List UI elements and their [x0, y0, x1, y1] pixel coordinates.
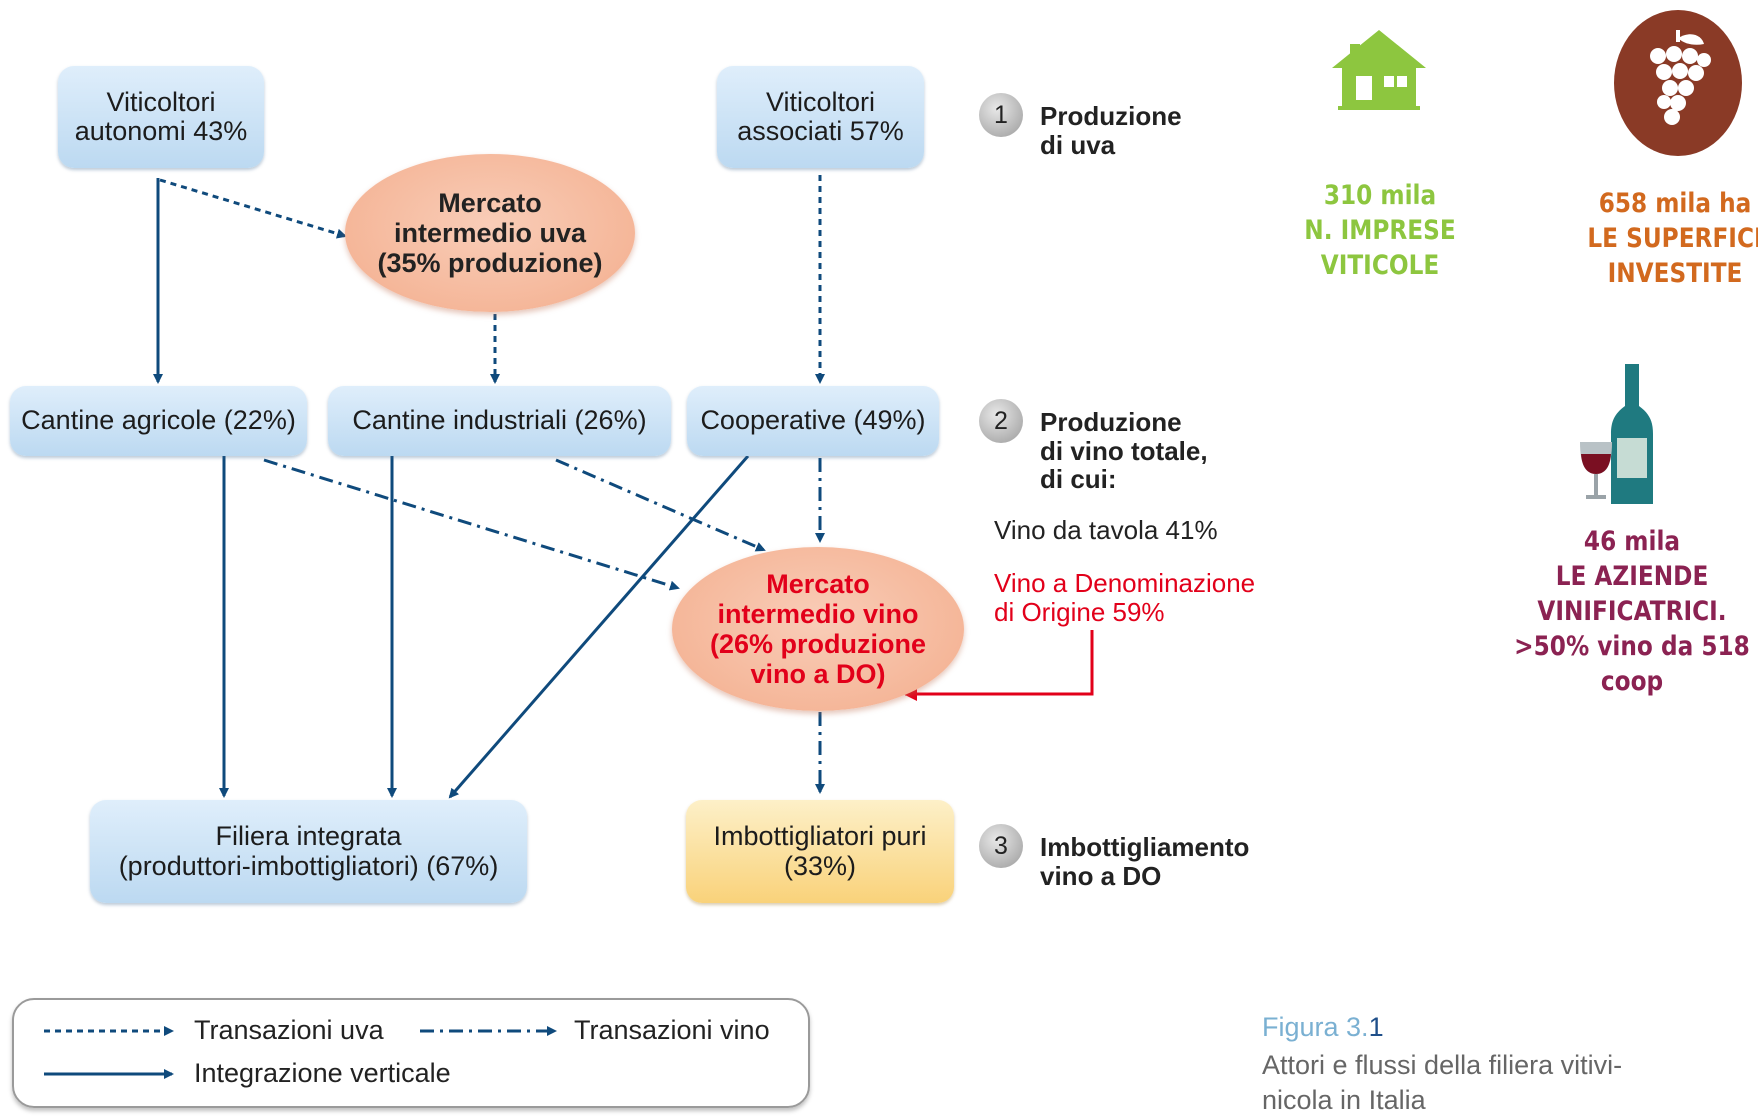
stage-2-label: Produzione di vino totale, di cui:: [1040, 407, 1208, 495]
stage-1-label: Produzione di uva: [1040, 101, 1182, 160]
figure-prefix: Figura 3.: [1262, 1012, 1369, 1042]
legend-uva-label: Transazioni uva: [194, 1015, 384, 1045]
legend: [12, 998, 810, 1108]
node-imbottigliatori-puri: Imbottigliatori puri (33%): [686, 800, 954, 903]
node-mercato-intermedio-vino: Mercato intermedio vino (26% produzione …: [672, 547, 964, 711]
vino-da-tavola-label: Vino da tavola 41%: [994, 515, 1218, 545]
stage-1-number: 1: [979, 93, 1023, 137]
node-cantine-agricole: Cantine agricole (22%): [10, 386, 307, 456]
arrow-do-to-mercato-vino: [903, 630, 1094, 701]
arrow-cooperative-to-filiera: [448, 455, 750, 799]
node-cantine-industriali: Cantine industriali (26%): [328, 386, 671, 456]
node-viticoltori-autonomi: Viticoltori autonomi 43%: [58, 66, 264, 168]
stat-imprese-viticole: 310 mila N. IMPRESE VITICOLE: [1304, 180, 1456, 282]
legend-integrazione-label: Integrazione verticale: [194, 1058, 451, 1088]
legend-vino-label: Transazioni vino: [574, 1015, 770, 1045]
node-filiera-integrata: Filiera integrata (produttori-imbottigli…: [90, 800, 527, 903]
wine-bottle-icon: [1580, 364, 1653, 504]
arrow-agricole-to-mercato-vino: [263, 458, 680, 591]
figure-caption-title: Figura 3.1: [1262, 1012, 1384, 1043]
house-icon: [1332, 30, 1426, 110]
figure-caption-text: Attori e flussi della filiera vitivi- ni…: [1262, 1050, 1623, 1116]
arrow-autonomi-to-mercato-uva: [159, 178, 347, 239]
stage-3-label: Imbottigliamento vino a DO: [1040, 832, 1250, 891]
grapes-icon: [1614, 10, 1742, 156]
stat-aziende-vinificatrici: 46 mila LE AZIENDE VINIFICATRICI. >50% v…: [1514, 526, 1750, 698]
node-viticoltori-associati: Viticoltori associati 57%: [717, 66, 924, 168]
node-mercato-intermedio-uva: Mercato intermedio uva (35% produzione): [345, 154, 635, 312]
arrow-industriali-to-mercato-vino: [555, 458, 766, 552]
stage-3-number: 3: [979, 824, 1023, 868]
stat-superfici-investite: 658 mila ha LE SUPERFICI INVESTITE: [1587, 188, 1758, 290]
vino-do-label: Vino a Denominazione di Origine 59%: [994, 568, 1256, 627]
node-cooperative: Cooperative (49%): [687, 386, 939, 456]
figure-number: 1: [1368, 1012, 1384, 1042]
stage-2-number: 2: [979, 399, 1023, 443]
